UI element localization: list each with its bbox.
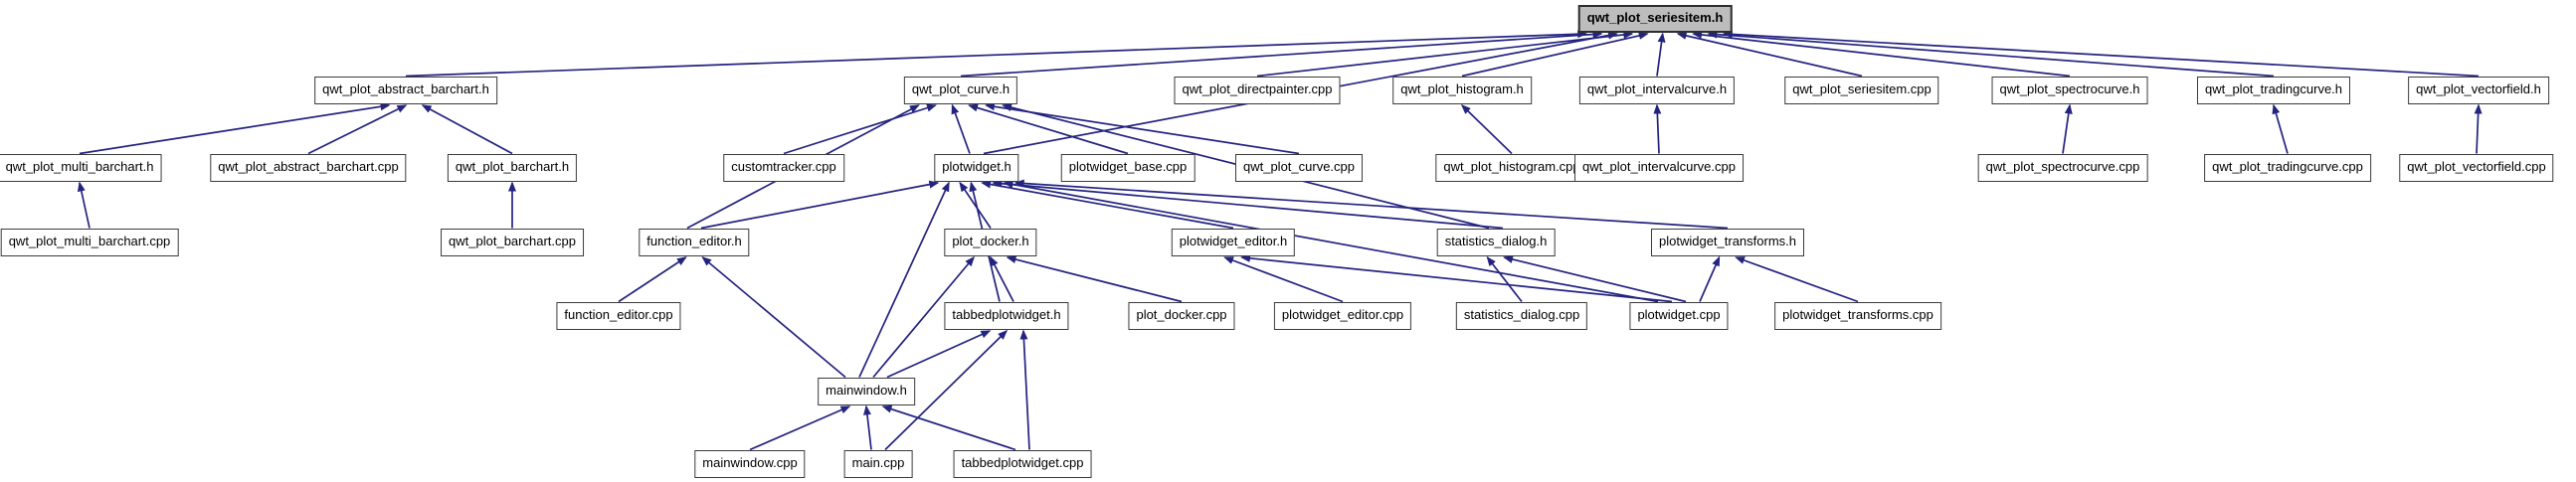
node-tabbedplotwidget-cpp[interactable]: tabbedplotwidget.cpp — [953, 450, 1092, 478]
node-plotwidget-editor-cpp[interactable]: plotwidget_editor.cpp — [1273, 302, 1412, 330]
node-qwt-plot-vectorfield-cpp[interactable]: qwt_plot_vectorfield.cpp — [2399, 154, 2554, 182]
node-main-cpp[interactable]: main.cpp — [843, 450, 913, 478]
node-qwt-plot-spectrocurve-h[interactable]: qwt_plot_spectrocurve.h — [1991, 77, 2148, 104]
node-tabbedplotwidget-h[interactable]: tabbedplotwidget.h — [944, 302, 1069, 330]
node-qwt-plot-histogram-h[interactable]: qwt_plot_histogram.h — [1392, 77, 1532, 104]
node-plot-docker-h[interactable]: plot_docker.h — [944, 229, 1037, 256]
node-plotwidget-h[interactable]: plotwidget.h — [934, 154, 1019, 182]
node-qwt-plot-spectrocurve-cpp[interactable]: qwt_plot_spectrocurve.cpp — [1977, 154, 2148, 182]
node-qwt-plot-abstract-barchart-cpp[interactable]: qwt_plot_abstract_barchart.cpp — [210, 154, 407, 182]
node-mainwindow-h[interactable]: mainwindow.h — [818, 378, 915, 405]
node-function-editor-cpp[interactable]: function_editor.cpp — [556, 302, 681, 330]
node-qwt-plot-multi-barchart-h[interactable]: qwt_plot_multi_barchart.h — [0, 154, 162, 182]
node-qwt-plot-histogram-cpp[interactable]: qwt_plot_histogram.cpp — [1435, 154, 1588, 182]
node-qwt-plot-barchart-cpp[interactable]: qwt_plot_barchart.cpp — [441, 229, 584, 256]
node-plotwidget-base-cpp[interactable]: plotwidget_base.cpp — [1060, 154, 1196, 182]
node-qwt-plot-intervalcurve-h[interactable]: qwt_plot_intervalcurve.h — [1578, 77, 1736, 104]
node-qwt-plot-multi-barchart-cpp[interactable]: qwt_plot_multi_barchart.cpp — [0, 229, 179, 256]
node-qwt-plot-seriesitem-cpp[interactable]: qwt_plot_seriesitem.cpp — [1784, 77, 1939, 104]
node-plotwidget-cpp[interactable]: plotwidget.cpp — [1629, 302, 1729, 330]
node-mainwindow-cpp[interactable]: mainwindow.cpp — [694, 450, 806, 478]
node-statistics-dialog-cpp[interactable]: statistics_dialog.cpp — [1455, 302, 1588, 330]
node-qwt-plot-vectorfield-h[interactable]: qwt_plot_vectorfield.h — [2408, 77, 2549, 104]
node-statistics-dialog-h[interactable]: statistics_dialog.h — [1436, 229, 1556, 256]
node-plot-docker-cpp[interactable]: plot_docker.cpp — [1128, 302, 1235, 330]
node-plotwidget-transforms-h[interactable]: plotwidget_transforms.h — [1650, 229, 1805, 256]
node-function-editor-h[interactable]: function_editor.h — [639, 229, 750, 256]
node-qwt-plot-intervalcurve-cpp[interactable]: qwt_plot_intervalcurve.cpp — [1574, 154, 1744, 182]
node-qwt-plot-tradingcurve-h[interactable]: qwt_plot_tradingcurve.h — [2196, 77, 2351, 104]
node-plotwidget-transforms-cpp[interactable]: plotwidget_transforms.cpp — [1774, 302, 1941, 330]
node-qwt-plot-directpainter-cpp[interactable]: qwt_plot_directpainter.cpp — [1174, 77, 1341, 104]
node-qwt-plot-seriesitem-h[interactable]: qwt_plot_seriesitem.h — [1577, 5, 1733, 33]
node-qwt-plot-curve-h[interactable]: qwt_plot_curve.h — [903, 77, 1018, 104]
node-qwt-plot-barchart-h[interactable]: qwt_plot_barchart.h — [447, 154, 578, 182]
node-qwt-plot-abstract-barchart-h[interactable]: qwt_plot_abstract_barchart.h — [314, 77, 497, 104]
node-qwt-plot-tradingcurve-cpp[interactable]: qwt_plot_tradingcurve.cpp — [2204, 154, 2371, 182]
node-customtracker-cpp[interactable]: customtracker.cpp — [723, 154, 844, 182]
node-plotwidget-editor-h[interactable]: plotwidget_editor.h — [1171, 229, 1296, 256]
node-qwt-plot-curve-cpp[interactable]: qwt_plot_curve.cpp — [1234, 154, 1364, 182]
